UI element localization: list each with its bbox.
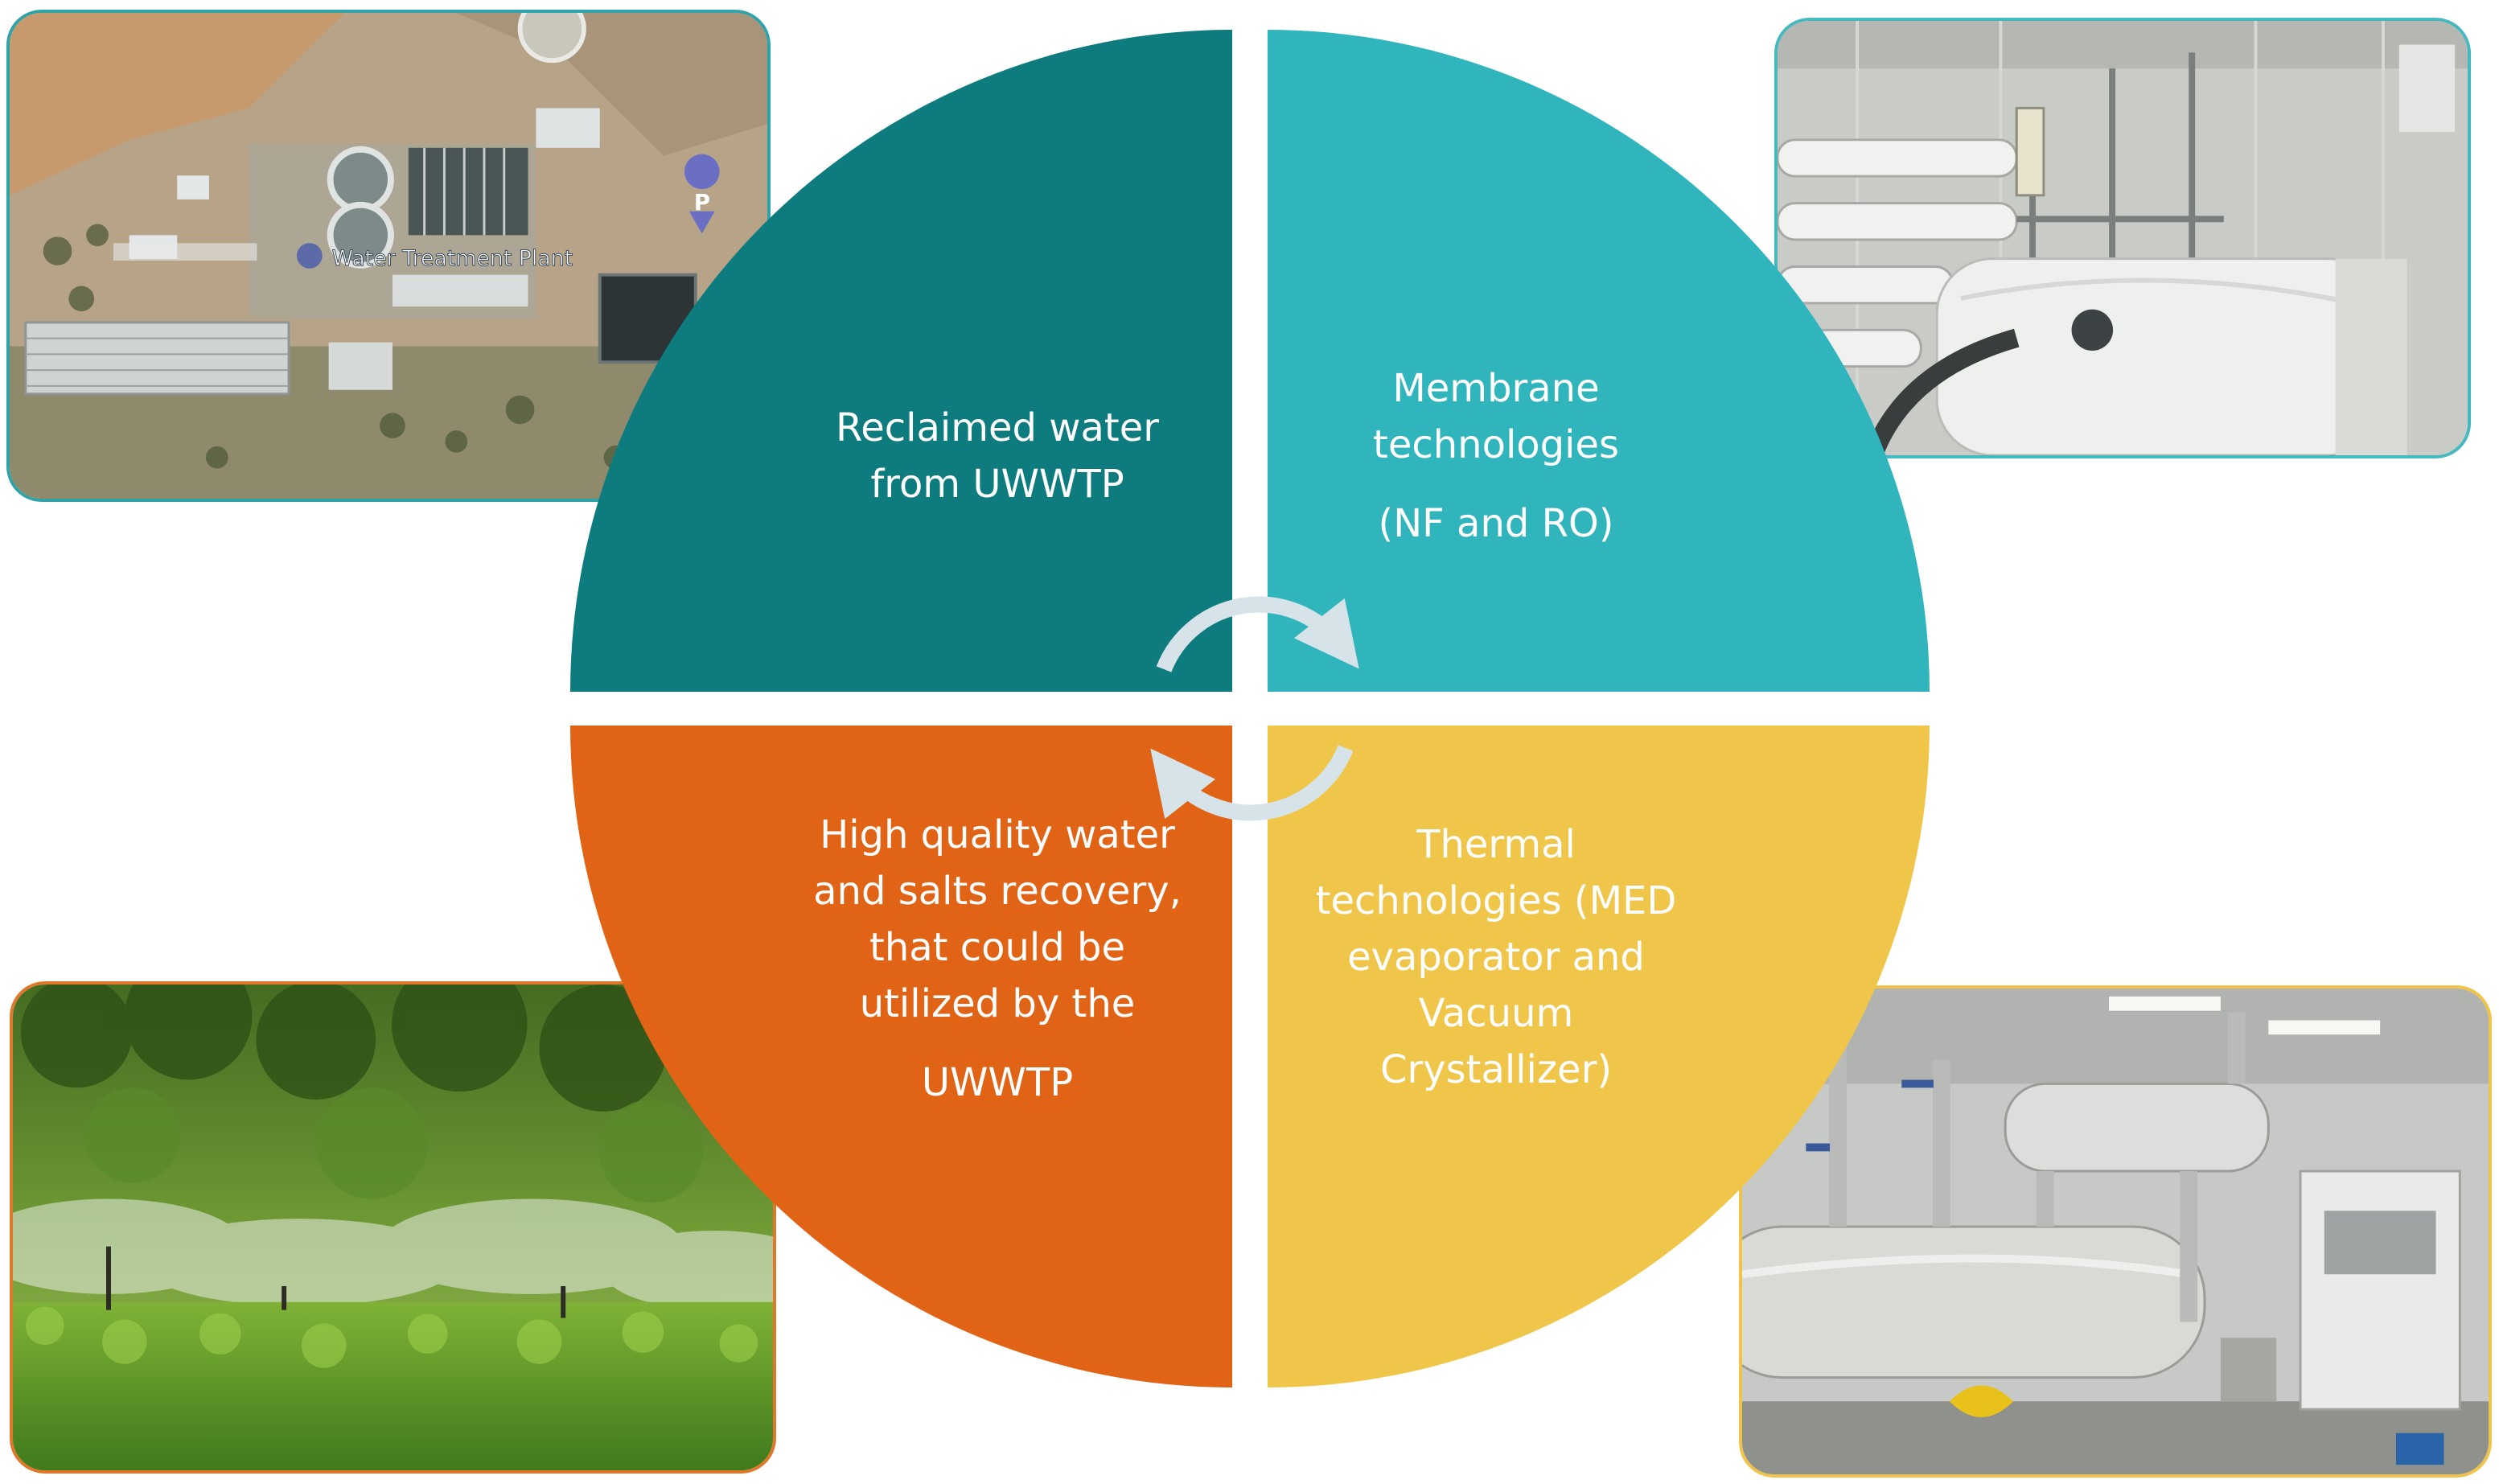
membrane-line-3: (NF and RO) [1303,495,1689,552]
quadrant-reclaimed-water [570,30,1232,692]
reclaimed-line-2: from UWWTP [804,456,1190,512]
recovery-line-3: that could be [772,919,1223,976]
recovery-line-2: and salts recovery, [772,863,1223,919]
thermal-line-3: evaporator and [1287,929,1705,985]
thermal-line-5: Crystallizer) [1287,1042,1705,1098]
membrane-line-1: Membrane [1303,360,1689,417]
membrane-technologies-label: Membrane technologies (NF and RO) [1303,360,1689,552]
membrane-line-2: technologies [1303,417,1689,473]
recovery-line-5: UWWTP [772,1054,1223,1111]
thermal-line-4: Vacuum [1287,985,1705,1042]
thermal-line-1: Thermal [1287,816,1705,873]
water-salts-recovery-label: High quality water and salts recovery, t… [772,807,1223,1111]
recovery-line-1: High quality water [772,807,1223,863]
recovery-line-4: utilized by the [772,976,1223,1032]
reclaimed-water-label: Reclaimed water from UWWTP [804,400,1190,512]
thermal-line-2: technologies (MED [1287,873,1705,929]
reclaimed-line-1: Reclaimed water [804,400,1190,456]
thermal-technologies-label: Thermal technologies (MED evaporator and… [1287,816,1705,1098]
